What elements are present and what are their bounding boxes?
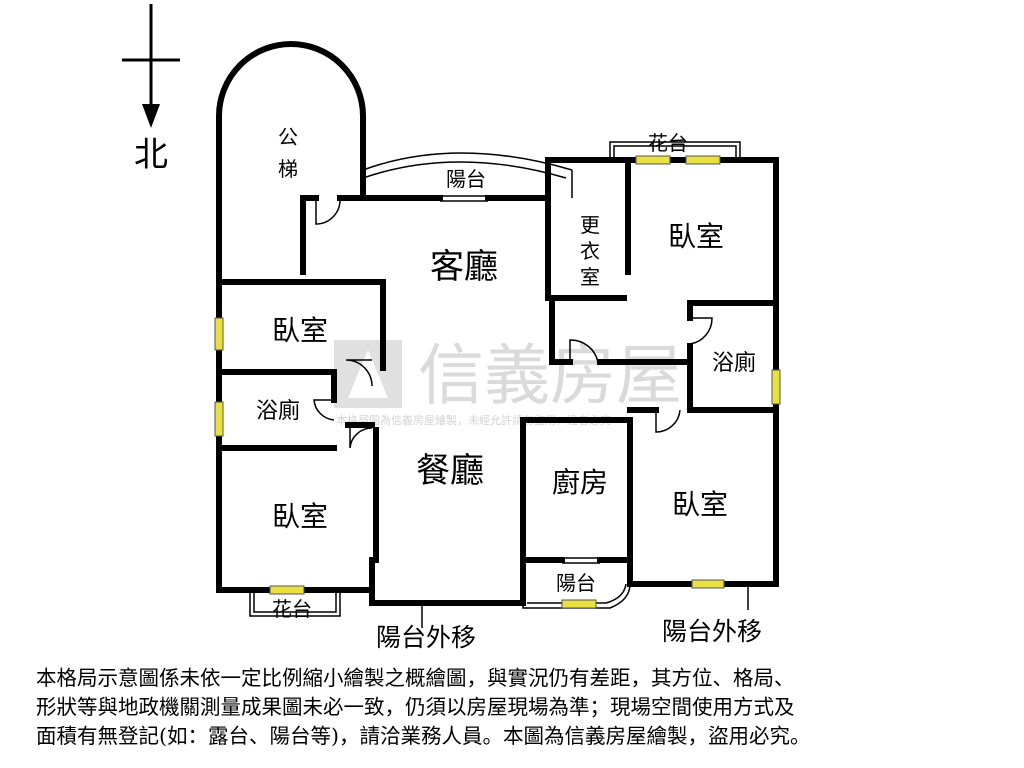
windows [214,155,781,609]
label-planter-bottom: 花台 [272,597,312,621]
door-hall [569,339,599,363]
disclaimer: 本格局示意圖係未依一定比例縮小繪製之概繪圖，與實況仍有差距，其方位、格局、 形狀… [36,664,996,751]
label-stair-2: 梯 [278,157,298,181]
label-dining: 餐廳 [416,451,484,491]
window [635,155,671,165]
label-stair-1: 公 [278,125,298,149]
doors [313,198,713,449]
label-planter-top: 花台 [648,131,688,155]
window [685,155,721,165]
label-bedroom-w: 臥室 [272,314,328,347]
label-bedroom-se: 臥室 [672,488,728,521]
label-closet-3: 室 [580,265,600,289]
label-balcony-moved-1: 陽台外移 [376,623,476,652]
label-balcony-moved-2: 陽台外移 [662,617,762,646]
north-arrow-icon [142,104,160,128]
door-bedroom-se [655,409,681,433]
label-closet-1: 更 [580,213,600,237]
door-bedroom-w [345,359,373,387]
walls [216,41,779,606]
watermark-notice: 本格局圖為信義房屋繪製，未經允許請勿盜用，違者必究 [336,413,611,427]
window [269,585,305,595]
label-bath-e: 浴廁 [712,351,756,376]
north-label: 北 [134,135,168,175]
disclaimer-line: 形狀等與地政機關測量成果圖未必一致，仍須以房屋現場為準；現場空間使用方式及 [36,695,795,719]
door-bath-e [689,317,713,345]
label-balcony-kitchen: 陽台 [556,571,596,595]
window [691,579,725,589]
window [771,369,781,405]
label-bedroom-ne: 臥室 [668,220,724,253]
label-kitchen: 廚房 [552,466,608,499]
window [214,317,224,351]
room-labels: 公 梯 陽台 客廳 更 衣 室 臥室 臥室 浴廁 浴廁 餐廳 廚房 臥室 臥室 … [256,125,762,652]
label-bath-w: 浴廁 [256,399,300,424]
watermark-logo-mark [348,350,388,398]
sliding-doors [440,195,600,564]
label-closet-2: 衣 [580,239,600,263]
label-balcony-top: 陽台 [446,167,486,191]
disclaimer-line: 本格局示意圖係未依一定比例縮小繪製之概繪圖，與實況仍有差距，其方位、格局、 [36,666,795,690]
door-stair [315,198,341,225]
disclaimer-line: 面積有無登記(如：露台、陽台等)，請洽業務人員。本圖為信義房屋繪製，盜用必究。 [36,724,811,748]
door-bath-w [313,399,335,421]
label-living: 客廳 [430,247,498,287]
window [214,401,224,437]
compass: 北 [122,4,180,175]
floor-plan: 信義房屋 本格局圖為信義房屋繪製，未經允許請勿盜用，違者必究 北 [122,4,781,652]
door-bedroom-sw [349,427,373,449]
watermark: 信義房屋 本格局圖為信義房屋繪製，未經允許請勿盜用，違者必究 [334,337,682,427]
window [561,599,597,609]
label-bedroom-sw: 臥室 [272,500,328,533]
